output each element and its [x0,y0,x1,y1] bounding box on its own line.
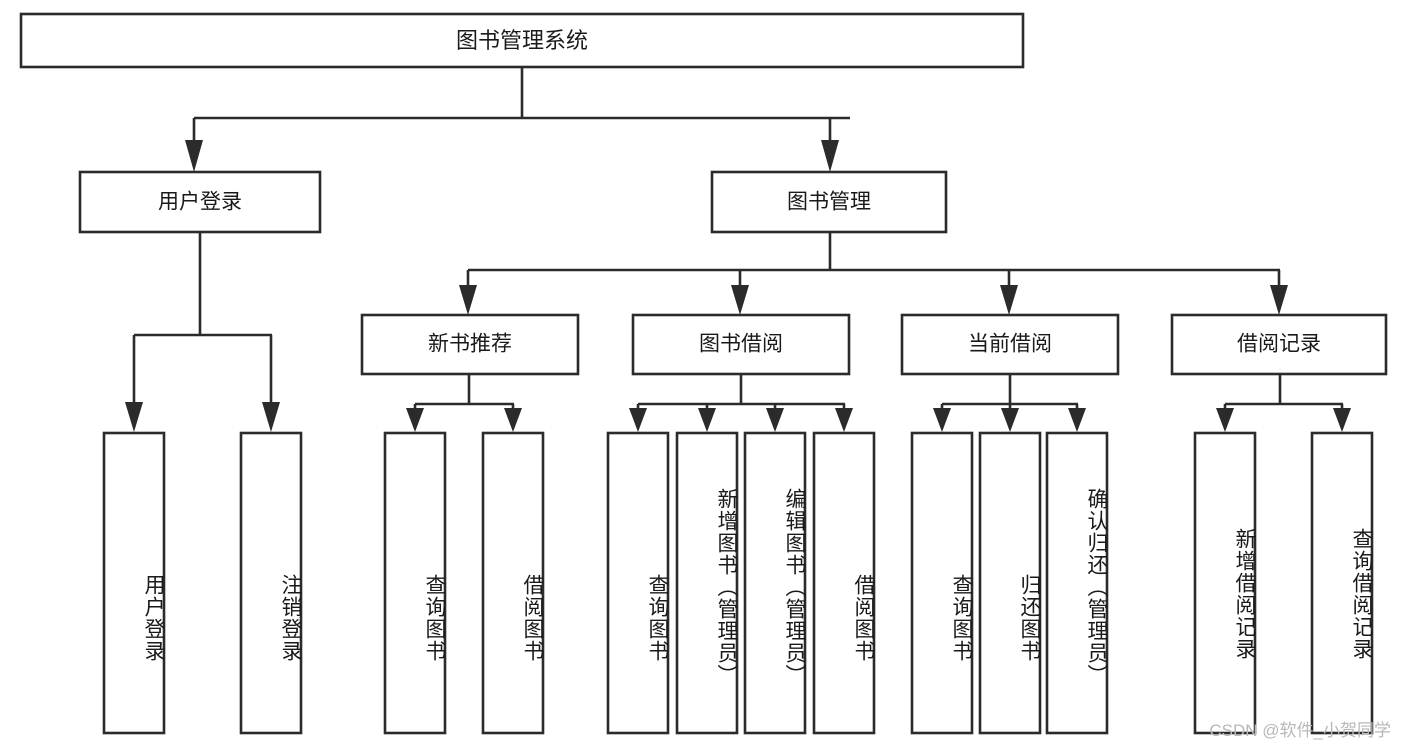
node-borrow-record-label: 借阅记录 [1237,333,1321,356]
node-current-borrow[interactable]: 当前借阅 [900,313,1120,376]
node-user-login[interactable]: 用户登录 [78,170,322,234]
leaf-node-query-book-newbook[interactable] [383,431,447,735]
leaf-node-query-borrow-record[interactable] [1310,431,1374,735]
node-book-borrow-label: 图书借阅 [699,333,783,356]
leaf-node-query-book-current[interactable] [910,431,974,735]
connector-bookborrow-to-leaves [629,374,853,432]
leaf-node-borrow-book-newbook[interactable] [481,431,545,735]
node-root-system[interactable]: 图书管理系统 [19,12,1025,69]
node-current-borrow-label: 当前借阅 [968,333,1052,356]
connector-userlogin-to-leaves [125,232,280,432]
connector-newbook-to-leaves [406,374,522,432]
leaf-node-user-login[interactable] [102,431,166,735]
connector-root-to-level2 [185,67,850,172]
leaf-node-user-logout[interactable] [239,431,303,735]
leaf-node-add-borrow-record[interactable] [1193,431,1257,735]
leaf-node-borrow-book[interactable] [812,431,876,735]
connector-borrowrecord-to-leaves [1216,374,1351,432]
node-user-login-label: 用户登录 [158,191,242,214]
node-book-management-label: 图书管理 [787,191,871,214]
leaf-node-confirm-return-admin[interactable] [1045,431,1109,735]
leaf-node-return-book[interactable] [978,431,1042,735]
connector-currentborrow-to-leaves [933,374,1086,432]
node-root-label: 图书管理系统 [456,28,588,53]
node-borrow-record[interactable]: 借阅记录 [1170,313,1388,376]
leaf-node-add-book-admin[interactable] [675,431,739,735]
csdn-watermark: CSDN @软件_小贺同学 [1209,721,1391,740]
connector-bookmgmt-to-level3 [459,232,1288,315]
node-book-borrow[interactable]: 图书借阅 [631,313,851,376]
node-new-book-recommend-label: 新书推荐 [428,333,512,356]
leaf-node-edit-book-admin[interactable] [743,431,807,735]
leaf-node-query-book-borrow[interactable] [606,431,670,735]
node-book-management[interactable]: 图书管理 [710,170,948,234]
node-new-book-recommend[interactable]: 新书推荐 [360,313,580,376]
